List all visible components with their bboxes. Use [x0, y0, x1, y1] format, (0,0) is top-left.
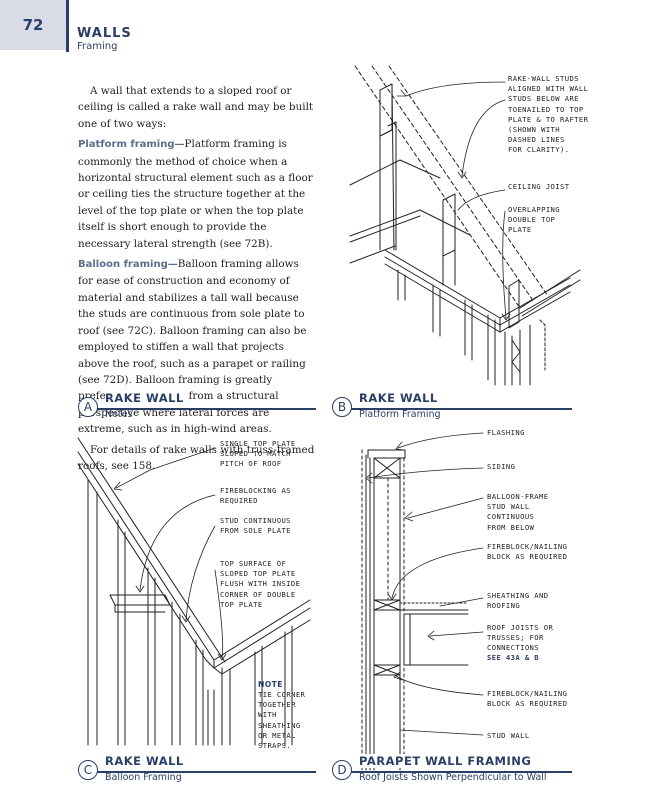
- caption-d: D PARAPET WALL FRAMING Roof Joists Shown…: [332, 754, 572, 783]
- drawing-d-leaders: [365, 432, 484, 736]
- label-sheathing-roofing: SHEATHING AND ROOFING: [487, 591, 549, 611]
- caption-title-b: RAKE WALL: [359, 391, 442, 405]
- caption-rule: [94, 771, 316, 773]
- label-overlapping-double-top-plate: OVERLAPPING DOUBLE TOP PLATE: [508, 205, 560, 235]
- label-ceiling-joist: CEILING JOIST: [508, 182, 570, 191]
- caption-letter-d: D: [332, 760, 352, 780]
- label-see-reference: SEE 43A & B: [487, 653, 539, 662]
- caption-subtitle-c: Balloon Framing: [105, 772, 182, 783]
- chapter-subtitle: Framing: [77, 41, 118, 52]
- label-fireblock-lower: FIREBLOCK/NAILING BLOCK AS REQUIRED: [487, 689, 568, 709]
- intro-paragraph: A wall that extends to a sloped roof or …: [78, 85, 314, 130]
- caption-subtitle-a: Notes: [105, 409, 133, 420]
- caption-subtitle-b: Platform Framing: [359, 409, 441, 420]
- details-paragraph: For details of rake walls with truss-fra…: [78, 443, 315, 472]
- caption-letter-a: A: [78, 397, 98, 417]
- caption-b: B RAKE WALL Platform Framing: [332, 391, 572, 420]
- page-number: 72: [22, 16, 44, 34]
- label-siding: SIDING: [487, 462, 516, 471]
- caption-a: A RAKE WALL Notes: [78, 391, 316, 420]
- drawing-b-leaders: [396, 81, 511, 321]
- caption-title-a: RAKE WALL: [105, 391, 188, 405]
- drawing-d: [361, 449, 469, 771]
- platform-lead: Platform framing—: [78, 139, 185, 151]
- drawing-b: [349, 65, 581, 386]
- caption-rule: [348, 408, 572, 410]
- label-balloon-frame-stud: BALLOON-FRAME STUD WALL CONTINUOUS FROM …: [487, 492, 549, 532]
- label-roof-joists: ROOF JOISTS OR TRUSSES; FOR CONNECTIONS: [487, 623, 554, 653]
- balloon-lead: Balloon framing—: [78, 259, 178, 271]
- header-rule: [66, 0, 69, 52]
- label-flashing: FLASHING: [487, 428, 525, 437]
- page-number-tab: 72: [0, 0, 66, 50]
- drawing-c: [77, 437, 311, 746]
- label-top-surface: TOP SURFACE OF SLOPED TOP PLATE FLUSH WI…: [220, 559, 301, 609]
- caption-title-d: PARAPET WALL FRAMING: [359, 754, 536, 768]
- drawing-c-leaders: [113, 447, 227, 661]
- caption-rule: [348, 771, 572, 773]
- caption-c: C RAKE WALL Balloon Framing: [78, 754, 316, 783]
- note-title: NOTE: [258, 680, 283, 689]
- label-stud-continuous: STUD CONTINUOUS FROM SOLE PLATE: [220, 516, 291, 536]
- label-stud-wall: STUD WALL: [487, 731, 530, 740]
- caption-title-c: RAKE WALL: [105, 754, 188, 768]
- label-fireblocking: FIREBLOCKING AS REQUIRED: [220, 486, 291, 506]
- label-fireblock-upper: FIREBLOCK/NAILING BLOCK AS REQUIRED: [487, 542, 568, 562]
- caption-rule: [94, 408, 316, 410]
- platform-paragraph: Platform framing—Platform framing is com…: [78, 136, 316, 252]
- label-single-top-plate: SINGLE TOP PLATE SLOPED TO MATCH PITCH O…: [220, 439, 296, 469]
- chapter-title: WALLS: [77, 26, 132, 41]
- caption-subtitle-d: Roof Joists Shown Perpendicular to Wall: [359, 772, 547, 783]
- note-text: TIE CORNER TOGETHER WITH SHEATHING OR ME…: [258, 690, 306, 751]
- platform-text: Platform framing is commonly the method …: [78, 138, 313, 250]
- caption-letter-b: B: [332, 397, 352, 417]
- label-rake-wall-studs: RAKE-WALL STUDS ALIGNED WITH WALL STUDS …: [508, 74, 589, 155]
- caption-letter-c: C: [78, 760, 98, 780]
